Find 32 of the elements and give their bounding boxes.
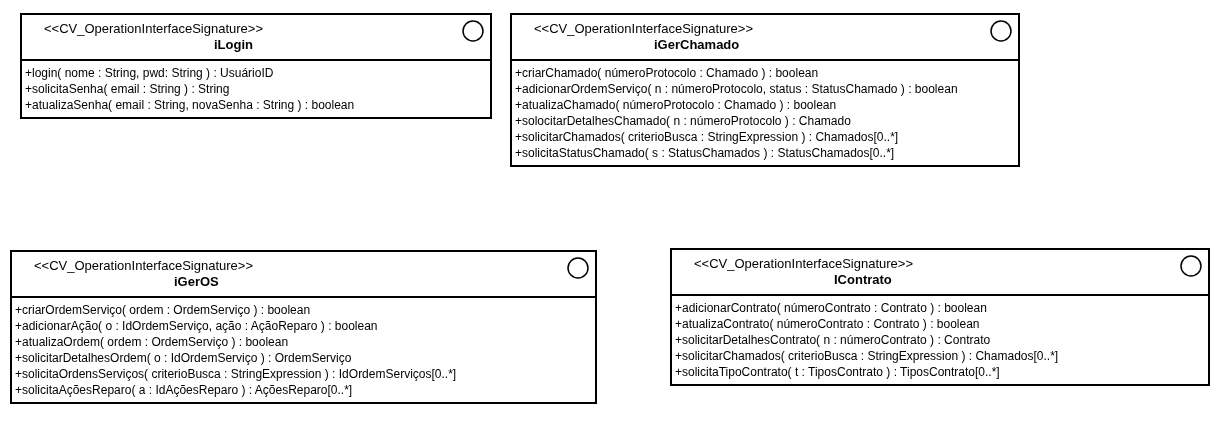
operation-text: +solicitaTipoContrato( t : TiposContrato ) : TiposContrato[0..*] (675, 364, 1000, 380)
operation-text: +solicitarDetalhesOrdem( o : IdOrdemServiço ) : OrdemServiço (15, 350, 352, 366)
operation-text: +solicitaOrdensServiços( criterioBusca : StringExpression ) : IdOrdemServiços[0..*] (15, 366, 457, 382)
stereotype-label: <<CV_OperationInterfaceSignature>> (44, 21, 263, 37)
stereotype-label: <<CV_OperationInterfaceSignature>> (34, 258, 253, 274)
operation-text: +adicionarOrdemServiço( n : númeroProtocolo, status : StatusChamado ) : boolean (515, 81, 958, 97)
interface-name: iGerOS (174, 274, 219, 290)
operation-text: +adicionarAção( o : IdOrdemServiço, ação : AçãoReparo ) : boolean (15, 318, 378, 334)
operation-text: +atualizaContrato( númeroContrato : Contrato ) : boolean (675, 316, 980, 332)
operation-text: +criarChamado( númeroProtocolo : Chamado ) : boolean (515, 65, 819, 81)
interface-name: iLogin (214, 37, 253, 53)
stereotype-label: <<CV_OperationInterfaceSignature>> (694, 256, 913, 272)
interface-box (10, 250, 597, 404)
operation-text: +solicitaSenha( email : String ) : String (25, 81, 230, 97)
operation-text: +solocitarDetalhesChamado( n : númeroProtocolo ) : Chamado (515, 113, 851, 129)
operation-text: +solicitaStatusChamado( s : StatusChamados ) : StatusChamados[0..*] (515, 145, 895, 161)
interface-name: IContrato (834, 272, 892, 288)
interface-box (20, 13, 492, 119)
interface-name: iGerChamado (654, 37, 740, 53)
operation-text: +login( nome : String, pwd: String ) : UsuárioID (25, 65, 274, 81)
operation-text: +atualizaOrdem( ordem : OrdemServiço ) : boolean (15, 334, 289, 350)
interface-box (510, 13, 1020, 167)
operation-text: +solicitarChamados( criterioBusca : StringExpression ) : Chamados[0..*] (515, 129, 899, 145)
stereotype-label: <<CV_OperationInterfaceSignature>> (534, 21, 753, 37)
operation-text: +solicitaAçõesReparo( a : IdAçõesReparo ) : AçõesReparo[0..*] (15, 382, 353, 398)
operation-text: +atualizaSenha( email : String, novaSenha : String ) : boolean (25, 97, 355, 113)
operation-text: +criarOrdemServiço( ordem : OrdemServiço ) : boolean (15, 302, 311, 318)
operation-text: +adicionarContrato( númeroContrato : Contrato ) : boolean (675, 300, 987, 316)
operation-text: +solicitarDetalhesContrato( n : númeroContrato ) : Contrato (675, 332, 991, 348)
operation-text: +solicitarChamados( criterioBusca : StringExpression ) : Chamados[0..*] (675, 348, 1059, 364)
operation-text: +atualizaChamado( númeroProtocolo : Chamado ) : boolean (515, 97, 837, 113)
interface-box (670, 248, 1210, 386)
